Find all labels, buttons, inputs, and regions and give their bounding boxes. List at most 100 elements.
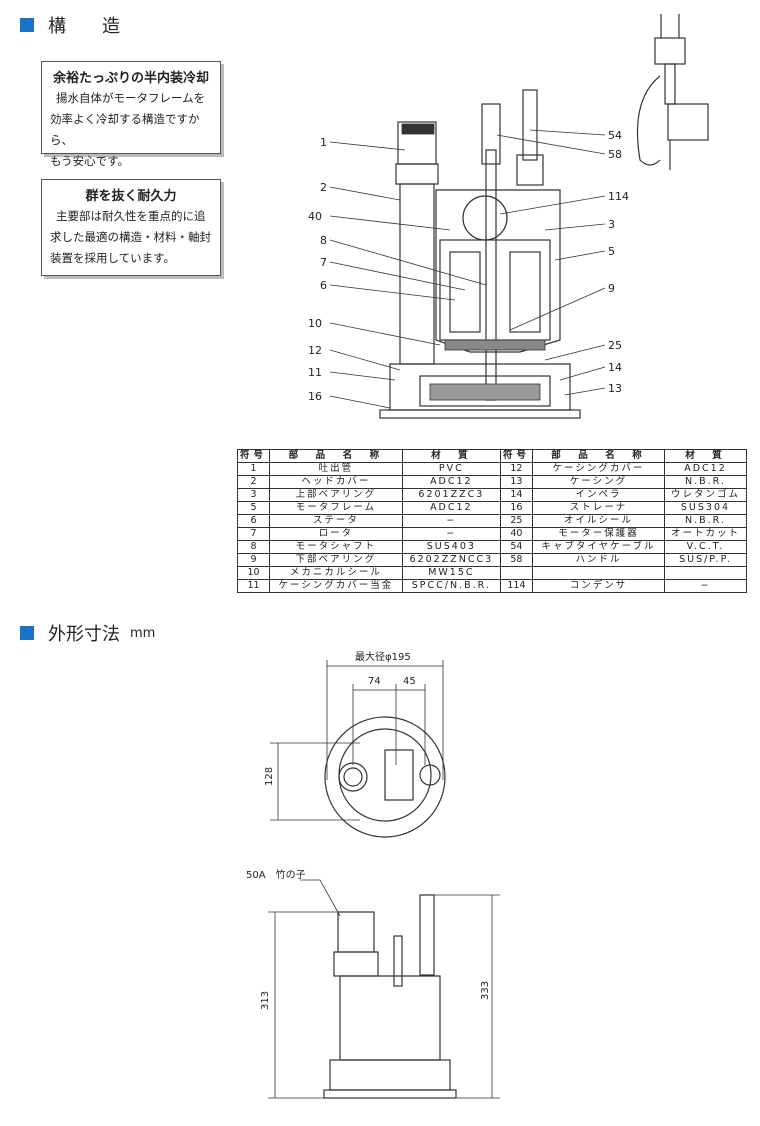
table-cell: ハンドル	[531, 553, 665, 567]
callout-label: 25	[608, 339, 622, 352]
structure-title: 構 造	[48, 16, 120, 37]
dim-333: 333	[480, 981, 491, 1000]
col-header: 符号	[499, 449, 533, 463]
table-cell: 3	[236, 488, 271, 502]
callout-label: 7	[320, 256, 327, 269]
table-cell	[531, 566, 665, 580]
table-cell: 7	[236, 527, 271, 541]
callout-label: 11	[308, 366, 322, 379]
table-cell: キャブタイヤケーブル	[531, 540, 665, 554]
callout-label: 14	[608, 361, 622, 374]
col-header: 部 品 名 称	[531, 449, 665, 463]
feature-line: 装置を採用しています。	[50, 251, 176, 265]
table-cell: 8	[236, 540, 271, 554]
table-cell: ヘッドカバー	[269, 475, 403, 489]
table-cell: 5	[236, 501, 271, 515]
table-cell: SUS304	[663, 501, 748, 515]
callout-label: 5	[608, 245, 615, 258]
table-cell: 11	[236, 579, 271, 593]
callout-label: 12	[308, 344, 322, 357]
feature-line: 効率よく冷却する構造ですから、	[50, 112, 200, 147]
table-cell: ロータ	[269, 527, 403, 541]
table-cell: −	[401, 527, 501, 541]
table-cell: 2	[236, 475, 271, 489]
table-cell: 12	[499, 462, 533, 476]
dim-hose: 50A 竹の子	[246, 868, 306, 881]
callout-label: 40	[308, 210, 322, 223]
table-cell: 6	[236, 514, 271, 528]
table-cell: ステータ	[269, 514, 403, 528]
table-cell: 6201ZZC3	[401, 488, 501, 502]
pump-cross-section: 1 2 40 8 7 6 10 12 11 16 54 58 114 3 5 9…	[308, 14, 709, 419]
table-cell: モータシャフト	[269, 540, 403, 554]
callout-label: 58	[608, 148, 622, 161]
table-cell: オートカット	[663, 527, 748, 541]
table-header-row: 符号 部 品 名 称 材 質 符号 部 品 名 称 材 質	[236, 449, 748, 463]
col-header: 符号	[236, 449, 271, 463]
table-cell: 13	[499, 475, 533, 489]
callout-label: 1	[320, 136, 327, 149]
table-cell: ADC12	[401, 475, 501, 489]
feature-title: 群を抜く耐久力	[85, 189, 177, 204]
callout-label: 54	[608, 129, 622, 142]
table-cell: ケーシング	[531, 475, 665, 489]
section-square-icon	[20, 626, 34, 640]
table-cell: SPCC/N.B.R.	[401, 579, 501, 593]
table-cell: ADC12	[401, 501, 501, 515]
col-header: 材 質	[401, 449, 501, 463]
table-cell	[499, 566, 533, 580]
callout-label: 2	[320, 181, 327, 194]
table-cell: メカニカルシール	[269, 566, 403, 580]
table-cell: 14	[499, 488, 533, 502]
table-cell: 114	[499, 579, 533, 593]
table-cell	[663, 566, 748, 580]
callout-label: 13	[608, 382, 622, 395]
table-cell: ストレーナ	[531, 501, 665, 515]
table-cell: 25	[499, 514, 533, 528]
table-cell: 9	[236, 553, 271, 567]
table-cell: モーター保護器	[531, 527, 665, 541]
table-cell: ケーシングカバー	[531, 462, 665, 476]
table-cell: コンデンサ	[531, 579, 665, 593]
callout-label: 6	[320, 279, 327, 292]
table-cell: ウレタンゴム	[663, 488, 748, 502]
table-cell: 40	[499, 527, 533, 541]
table-cell: 54	[499, 540, 533, 554]
dim-128: 128	[264, 767, 275, 786]
feature-title: 余裕たっぷりの半内装冷却	[52, 71, 209, 86]
section-square-icon	[20, 18, 34, 32]
table-cell: モータフレーム	[269, 501, 403, 515]
callout-label: 9	[608, 282, 615, 295]
table-cell: ADC12	[663, 462, 748, 476]
dimensions-unit: mm	[130, 625, 156, 641]
callout-label: 114	[608, 190, 629, 203]
table-cell: 下部ベアリング	[269, 553, 403, 567]
feature-line: 求した最適の構造・材料・軸封	[50, 230, 211, 244]
callout-label: 10	[308, 317, 322, 330]
table-cell: N.B.R.	[663, 514, 748, 528]
dimensions-heading: 外形寸法 mm	[20, 620, 155, 646]
table-cell: 上部ベアリング	[269, 488, 403, 502]
col-header: 部 品 名 称	[269, 449, 403, 463]
dimension-drawings: 最大径φ195 74 45 128 50A 竹の子 313 333	[246, 650, 500, 1099]
dim-max-diameter: 最大径φ195	[355, 650, 411, 663]
table-cell: SUS/P.P.	[663, 553, 748, 567]
structure-heading: 構 造	[20, 12, 120, 38]
table-cell: 6202ZZNCC3	[401, 553, 501, 567]
feature-line: 主要部は耐久性を重点的に追	[56, 209, 206, 223]
table-cell: オイルシール	[531, 514, 665, 528]
feature-line: もう安心です。	[50, 154, 130, 168]
table-cell: 1	[236, 462, 271, 476]
dim-74: 74	[368, 676, 381, 687]
table-cell: 10	[236, 566, 271, 580]
table-cell: 16	[499, 501, 533, 515]
callout-label: 3	[608, 218, 615, 231]
